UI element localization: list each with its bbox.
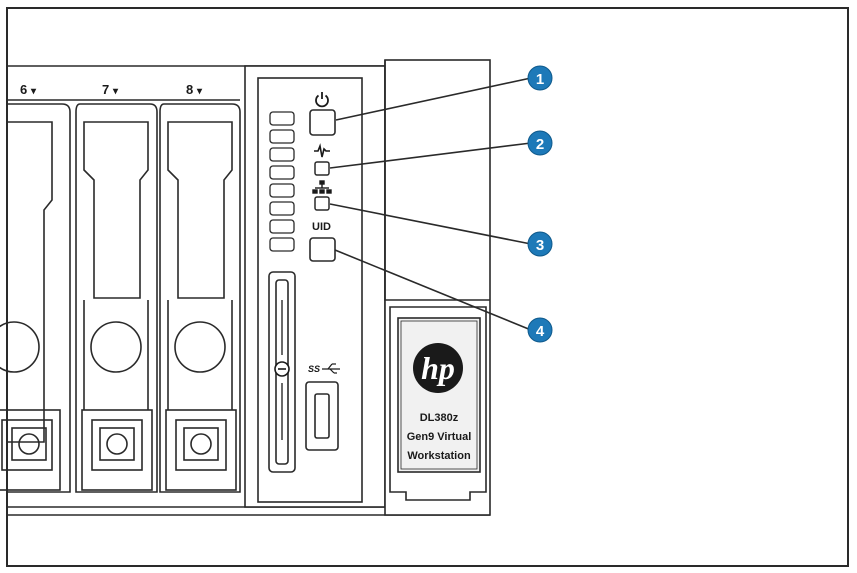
drive-bay-7-label: 7 bbox=[102, 82, 109, 97]
drive-bay-8-marker: ▾ bbox=[196, 86, 203, 97]
drive-bay-7[interactable] bbox=[75, 103, 158, 493]
svg-text:3: 3 bbox=[536, 237, 544, 254]
uid-label: UID bbox=[312, 221, 331, 233]
hp-logo: hp bbox=[413, 343, 463, 393]
drive-bay-6[interactable] bbox=[0, 103, 71, 493]
usb-port[interactable] bbox=[305, 381, 339, 451]
callout-line-3 bbox=[329, 203, 532, 245]
callout-1: 1 bbox=[527, 65, 553, 91]
drive-bay-7-marker: ▾ bbox=[112, 86, 119, 97]
health-pulse-icon bbox=[314, 143, 330, 158]
model-line-3: Workstation bbox=[407, 450, 471, 462]
callout-2: 2 bbox=[527, 130, 553, 156]
svg-text:SS: SS bbox=[308, 364, 320, 374]
vent-slots bbox=[269, 111, 295, 252]
power-icon bbox=[315, 92, 329, 108]
drive-bay-8[interactable] bbox=[159, 103, 241, 493]
svg-text:2: 2 bbox=[536, 136, 544, 153]
power-button[interactable] bbox=[309, 109, 336, 136]
svg-text:4: 4 bbox=[536, 323, 545, 340]
health-led bbox=[314, 161, 330, 176]
network-icon bbox=[312, 180, 332, 194]
model-line-2: Gen9 Virtual bbox=[407, 431, 472, 443]
svg-text:1: 1 bbox=[536, 71, 544, 88]
drive-bay-6-marker: ▾ bbox=[30, 86, 37, 97]
callout-line-2 bbox=[329, 142, 532, 169]
drive-bay-6-label: 6 bbox=[20, 82, 27, 97]
callout-3: 3 bbox=[527, 231, 553, 257]
product-badge bbox=[389, 306, 487, 501]
usb-superspeed-icon: SS bbox=[308, 363, 340, 374]
drive-bay-8-label: 8 bbox=[186, 82, 193, 97]
nic-led bbox=[314, 196, 330, 211]
uid-button[interactable] bbox=[309, 237, 336, 262]
model-line-1: DL380z bbox=[420, 412, 459, 424]
callout-4: 4 bbox=[527, 317, 553, 343]
latch-icon bbox=[274, 361, 290, 377]
callout-line-4 bbox=[334, 249, 532, 331]
callout-line-1 bbox=[335, 77, 532, 121]
svg-text:hp: hp bbox=[421, 350, 455, 386]
